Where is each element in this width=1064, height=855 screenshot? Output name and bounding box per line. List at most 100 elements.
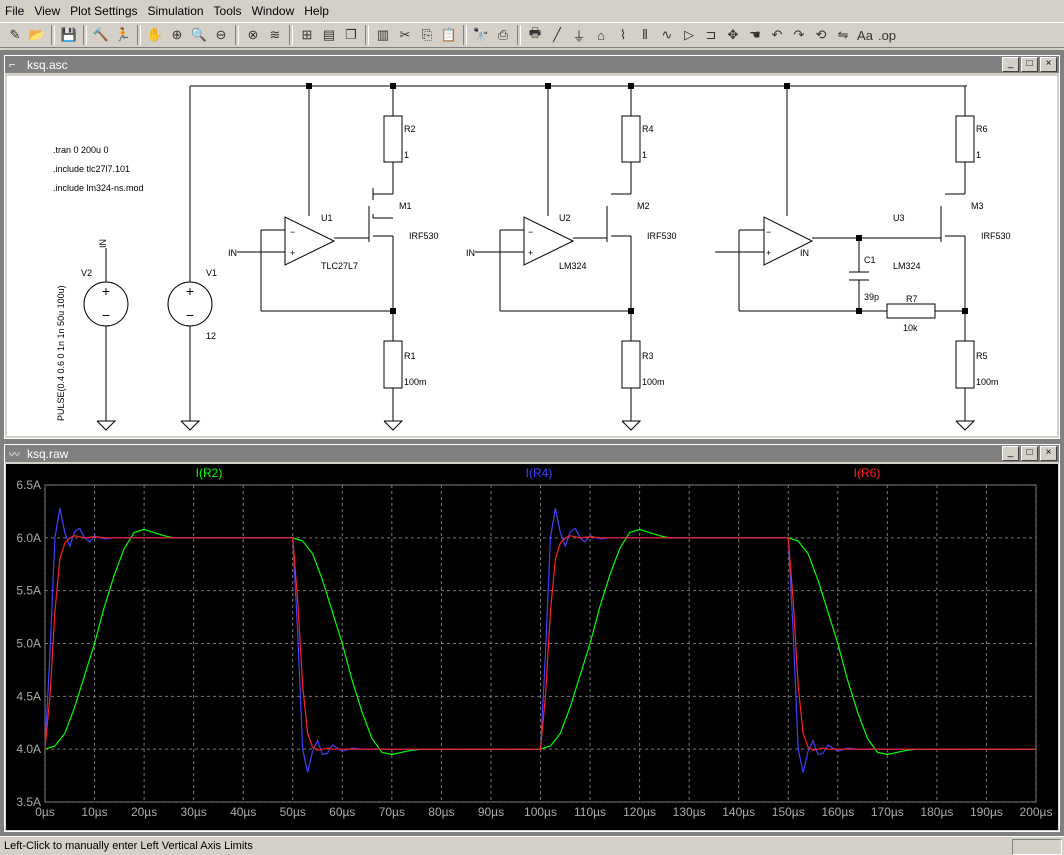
diode-icon[interactable]: ▷ [684,27,694,42]
schematic-icon: ⌐ [9,58,16,71]
zoom-cancel-icon[interactable]: ⊗ [247,27,259,42]
spice-directive: .tran 0 200u 0 [53,145,109,155]
source-minus-sign: − [186,307,194,323]
component-icon[interactable]: ⊐ [705,27,717,42]
find-icon[interactable]: 🔭 [472,27,490,42]
x-tick-label: 110µs [574,805,606,819]
resistor-label: R2 [404,124,416,134]
menu-plot-settings[interactable]: Plot Settings [70,4,138,18]
label-icon[interactable]: ⌂ [597,27,605,43]
move-icon[interactable]: ✥ [727,27,739,42]
mosfet-model: IRF530 [981,231,1011,241]
mosfet-label: M3 [971,201,984,211]
opamp-label: U3 [893,213,905,223]
mirror-icon[interactable]: ⇋ [837,27,849,42]
capacitor-icon[interactable]: ⫴ [642,27,648,42]
schematic-window-titlebar[interactable]: ⌐ ksq.asc _ □ × [5,56,1059,73]
x-tick-label: 0µs [35,805,55,819]
close-button[interactable]: × [1040,446,1057,461]
x-tick-label: 40µs [230,805,256,819]
v2-net-label: IN [98,239,108,248]
tile-vertical-icon[interactable]: ▥ [376,27,390,42]
print-setup-icon[interactable]: ⎙ [497,27,509,42]
run-icon[interactable]: 🏃 [114,27,132,42]
resistor-value: 10k [903,323,918,333]
schematic-canvas[interactable]: .tran 0 200u 0.include tlc27l7.101.inclu… [7,76,1057,436]
menu-view[interactable]: View [34,4,61,18]
menu-file[interactable]: File [5,4,25,18]
resistor-label: R3 [642,351,654,361]
maximize-button[interactable]: □ [1021,446,1038,461]
resistor-label: R4 [642,124,654,134]
toolbar-separator [463,25,467,45]
redo-icon[interactable]: ↷ [793,27,805,42]
legend-entry: I(R6) [854,466,881,480]
resistor-label: R1 [404,351,416,361]
opamp-label: U2 [559,213,571,223]
v1-value: 12 [206,331,216,341]
wire-icon[interactable]: ╱ [553,27,561,42]
y-tick-label: 4.0A [16,742,41,756]
menu-window[interactable]: Window [251,4,295,18]
spice-directive-icon[interactable]: .op [877,27,897,43]
copy-icon[interactable]: ⎘ [421,27,433,42]
x-tick-label: 50µs [280,805,306,819]
rotate-icon[interactable]: ⟲ [815,27,827,42]
minimize-button[interactable]: _ [1002,446,1019,461]
toolbar-separator [517,25,521,45]
print-icon[interactable]: 🖶 [528,25,542,40]
minimize-button[interactable]: _ [1002,57,1019,72]
save-icon[interactable]: 💾 [60,27,78,42]
x-tick-label: 130µs [673,805,706,819]
resistor-label: R6 [976,124,988,134]
inductor-icon[interactable]: ∿ [661,27,673,42]
resistor-icon[interactable]: ⌇ [619,27,627,42]
toolbar-separator [137,25,141,45]
paste-icon[interactable]: 📋 [440,27,458,42]
net-label: IN [466,248,475,258]
y-tick-label: 6.5A [16,478,41,492]
maximize-button[interactable]: □ [1021,57,1038,72]
opamp-model: LM324 [893,261,921,271]
schematic-window[interactable]: ⌐ ksq.asc _ □ × [4,55,1060,439]
plot-window-titlebar[interactable]: 〰 ksq.raw _ □ × [5,445,1059,462]
resistor-value: 1 [642,150,647,160]
cut-icon[interactable]: ✂ [399,27,411,42]
menu-help[interactable]: Help [304,4,329,18]
zoom-area-icon[interactable]: 🔍 [190,27,208,42]
spice-directive: .include lm324-ns.mod [53,183,144,193]
menu-simulation[interactable]: Simulation [147,4,204,18]
zoom-in-icon[interactable]: ⊕ [171,27,183,42]
legend-entry: I(R2) [196,466,223,480]
text-icon[interactable]: Aa [857,27,873,43]
net-label: IN [800,248,809,258]
drag-icon[interactable]: ☚ [749,27,761,42]
toolbar-separator [51,25,55,45]
halt-icon[interactable]: ✋ [146,27,164,42]
control-panel-icon[interactable]: 🔨 [92,27,110,42]
opamp-inverting-pin: − [528,227,533,237]
toolbar-separator [365,25,369,45]
open-icon[interactable]: 📂 [28,27,46,42]
source-plus-sign: + [102,283,110,299]
opamp-label: U1 [321,213,333,223]
cascade-icon[interactable]: ❐ [345,27,357,42]
zoom-out-icon[interactable]: ⊖ [215,27,227,42]
new-schematic-icon[interactable]: ✎ [9,27,21,42]
x-tick-label: 170µs [871,805,904,819]
tile-horizontal-icon[interactable]: ▤ [322,27,336,42]
autorange-icon[interactable]: ≋ [269,27,281,42]
toolbar-separator [83,25,87,45]
schematic-window-title: ksq.asc [27,57,68,72]
close-button[interactable]: × [1040,57,1057,72]
ground-icon[interactable]: ⏚ [572,28,586,44]
mosfet-model: IRF530 [647,231,677,241]
undo-icon[interactable]: ↶ [771,27,783,42]
x-tick-label: 100µs [524,805,557,819]
menu-tools[interactable]: Tools [213,4,242,18]
plot-window-title: ksq.raw [27,446,69,461]
x-tick-label: 200µs [1020,805,1053,819]
fft-icon[interactable]: ⊞ [301,27,313,42]
